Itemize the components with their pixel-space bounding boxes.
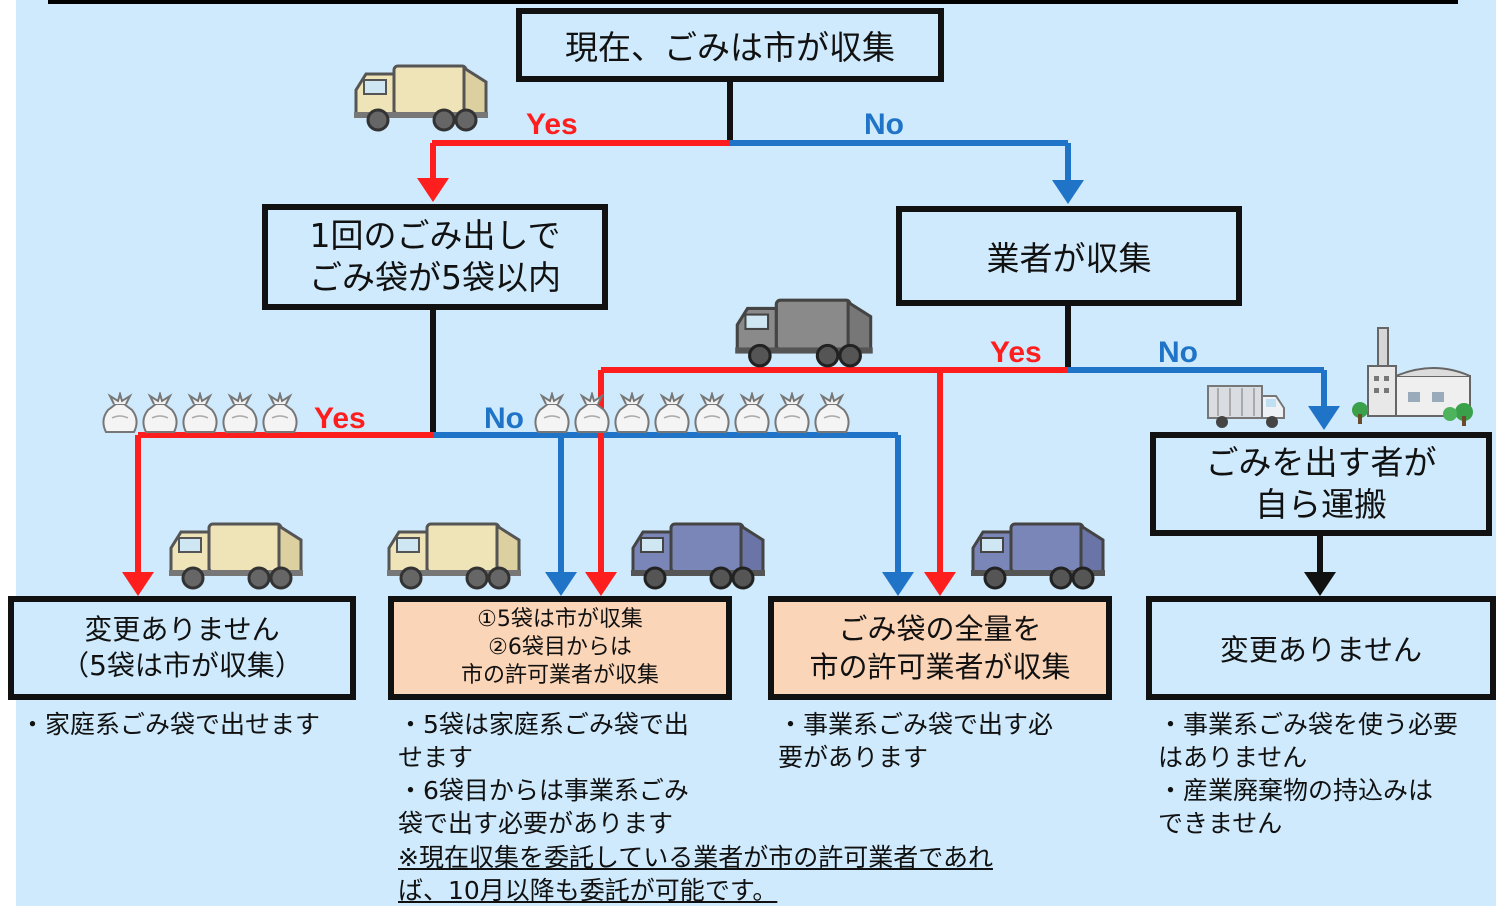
result-box-city-text: 変更ありません （5袋は市が収集） bbox=[61, 613, 303, 682]
note-city: ・家庭系ごみ袋で出せます bbox=[20, 710, 321, 739]
contractor-yes-label: Yes bbox=[990, 336, 1042, 369]
result-box-all-licensed-text: ごみ袋の全量を 市の許可業者が収集 bbox=[809, 612, 1071, 684]
garbage-truck-icon bbox=[387, 522, 521, 590]
garbage-bag-icon bbox=[222, 392, 258, 433]
note-self: ・事業系ごみ袋を使う必要 はありません ・産業廃棄物の持込みは できません bbox=[1158, 710, 1459, 838]
garbage-truck-icon bbox=[169, 522, 303, 590]
garbage-bag-icon bbox=[534, 392, 570, 433]
contractor-no-label: No bbox=[1158, 336, 1198, 369]
no-arrowhead bbox=[1052, 180, 1084, 204]
decision-box-self-transport: ごみを出す者が 自ら運搬 bbox=[1150, 432, 1492, 536]
decision-box-contractor-text: 業者が収集 bbox=[986, 239, 1152, 278]
root-yes-label: Yes bbox=[526, 108, 578, 141]
result-box-split: ①5袋は市が収集 ②6袋目からは 市の許可業者が収集 bbox=[388, 596, 732, 700]
note-split: ・5袋は家庭系ごみ袋で出 せます ・6袋目からは事業系ごみ 袋で出す必要がありま… bbox=[398, 710, 689, 838]
result-box-no-change: 変更ありません bbox=[1146, 596, 1496, 700]
decision-box-root-text: 現在、ごみは市が収集 bbox=[565, 28, 895, 67]
garbage-bag-icon bbox=[182, 392, 218, 433]
note-licensed: ・事業系ごみ袋で出す必 要があります bbox=[778, 710, 1054, 772]
result-box-no-change-text: 変更ありません bbox=[1219, 633, 1423, 667]
garbage-bags-5 bbox=[100, 392, 300, 434]
garbage-bags-8 bbox=[532, 392, 852, 434]
yes-arrowhead bbox=[924, 572, 956, 596]
garbage-bag-icon bbox=[734, 392, 770, 433]
incineration-plant-icon bbox=[1352, 327, 1473, 426]
garbage-truck-icon bbox=[354, 64, 488, 132]
garbage-truck-icon bbox=[735, 298, 873, 368]
no-arrowhead bbox=[545, 572, 577, 596]
result-box-split-text: ①5袋は市が収集 ②6袋目からは 市の許可業者が収集 bbox=[460, 607, 659, 688]
garbage-bag-icon bbox=[694, 392, 730, 433]
no-arrowhead bbox=[1308, 406, 1340, 430]
box-truck-icon bbox=[1207, 385, 1285, 428]
decision-box-self-transport-text: ごみを出す者が 自ら運搬 bbox=[1205, 443, 1437, 524]
result-box-city: 変更ありません （5袋は市が収集） bbox=[8, 596, 356, 700]
volume-yes-label: Yes bbox=[314, 402, 366, 435]
volume-no-label: No bbox=[484, 402, 524, 435]
decision-box-volume-text: 1回のごみ出しで ごみ袋が5袋以内 bbox=[309, 216, 561, 297]
garbage-bag-icon bbox=[102, 392, 138, 433]
decision-box-volume: 1回のごみ出しで ごみ袋が5袋以内 bbox=[262, 204, 608, 310]
no-arrowhead bbox=[882, 572, 914, 596]
decision-box-root: 現在、ごみは市が収集 bbox=[516, 8, 944, 82]
yes-arrowhead bbox=[585, 572, 617, 596]
garbage-bag-icon bbox=[262, 392, 298, 433]
remark-note: ※現在収集を委託している業者が市の許可業者であれ ば、10月以降も委託が可能です… bbox=[398, 843, 993, 905]
garbage-truck-icon bbox=[971, 522, 1105, 590]
garbage-bag-icon bbox=[654, 392, 690, 433]
garbage-bag-icon bbox=[614, 392, 650, 433]
decision-box-contractor: 業者が収集 bbox=[896, 206, 1242, 306]
yes-arrowhead bbox=[122, 572, 154, 596]
garbage-bag-icon bbox=[774, 392, 810, 433]
garbage-bag-icon bbox=[574, 392, 610, 433]
top-rule bbox=[48, 0, 1458, 4]
garbage-bag-icon bbox=[814, 392, 850, 433]
garbage-truck-icon bbox=[631, 522, 765, 590]
root-no-label: No bbox=[864, 108, 904, 141]
yes-arrowhead bbox=[417, 178, 449, 202]
garbage-bag-icon bbox=[142, 392, 178, 433]
result-box-all-licensed: ごみ袋の全量を 市の許可業者が収集 bbox=[768, 596, 1112, 700]
arrowhead bbox=[1304, 572, 1336, 596]
